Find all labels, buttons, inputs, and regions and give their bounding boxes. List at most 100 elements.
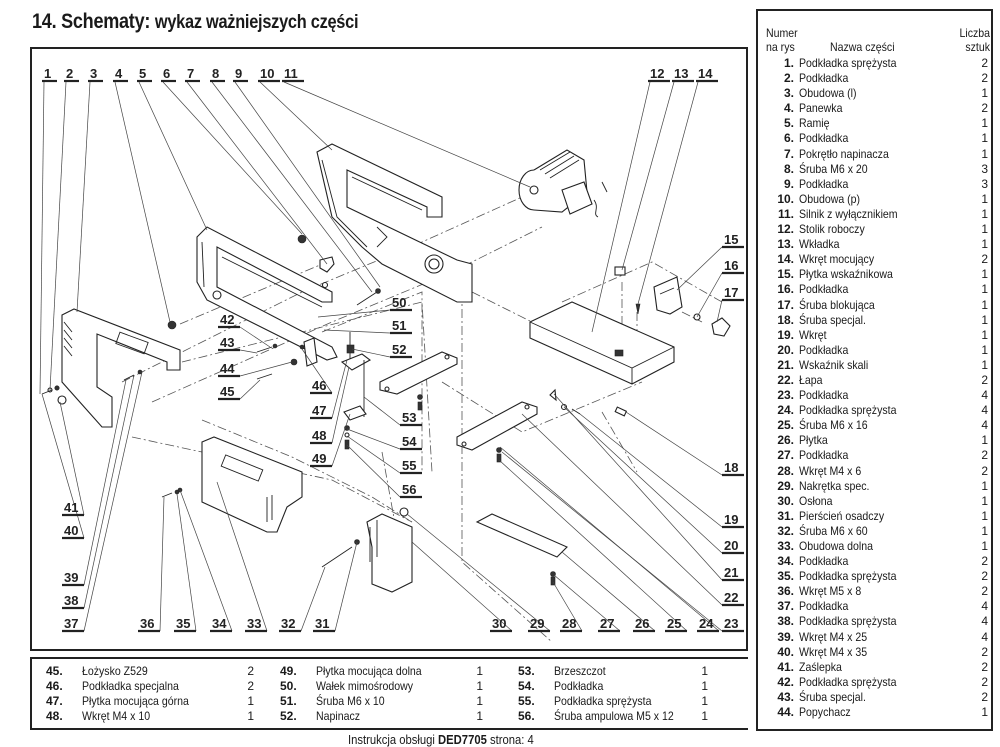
- part-name: Łożysko Z529: [82, 664, 148, 678]
- part-name: Podkładka specjalna: [82, 679, 179, 693]
- leader-line: [561, 551, 656, 632]
- leader-line: [716, 299, 723, 323]
- part-number: 5.: [783, 116, 794, 131]
- leader-line: [346, 444, 401, 498]
- part-number: 31.: [777, 508, 794, 523]
- part-number: 12.: [777, 222, 794, 237]
- part-number: 26.: [777, 433, 794, 448]
- part-name: Ramię: [799, 116, 830, 131]
- callout-label: 36: [140, 616, 154, 631]
- part-quantity: 1: [981, 539, 988, 553]
- part-quantity: 1: [247, 709, 254, 723]
- part-number: 35.: [777, 569, 794, 584]
- part-quantity: 4: [981, 614, 988, 629]
- leader-line: [83, 374, 135, 609]
- callout-label: 6: [163, 66, 170, 81]
- header-quantity: Liczba sztuk: [959, 26, 990, 54]
- leader-line: [621, 81, 675, 271]
- parts-row: 29.Nakrętka spec.1: [766, 479, 990, 494]
- part-number: 27.: [777, 448, 794, 463]
- parts-row: 3.Obudowa (l)1: [766, 86, 990, 101]
- part-quantity: 1: [247, 694, 254, 708]
- part-quantity: 4: [981, 599, 988, 614]
- part-number: 9.: [783, 176, 794, 191]
- part-name: Śruba ampulowa M5 x 12: [554, 709, 674, 723]
- part-quantity: 2: [247, 664, 254, 678]
- part-quantity: 1: [701, 679, 708, 693]
- part-name: Wkręt M4 x 10: [82, 709, 151, 723]
- part-quantity: 1: [981, 705, 988, 720]
- callout-label: 14: [698, 66, 713, 81]
- header-number: Numer na rys: [766, 26, 798, 54]
- leader-line: [83, 379, 127, 586]
- leader-line: [363, 396, 401, 426]
- part-name: Podkładka sprężysta: [799, 403, 897, 418]
- part-quantity: 1: [981, 131, 988, 146]
- leader-line: [351, 348, 391, 358]
- part-name: Stolik roboczy: [799, 222, 865, 237]
- leader-line: [552, 581, 583, 632]
- parts-list-panel: Numer na rys Nazwa części Liczba sztuk 1…: [756, 9, 993, 731]
- leader-line: [334, 541, 358, 632]
- leader-line: [239, 326, 271, 348]
- footer-page-label: strona:: [489, 733, 525, 747]
- leader-line: [239, 361, 293, 377]
- leader-line: [696, 272, 723, 318]
- leader-line: [39, 81, 45, 395]
- part-name: Wskaźnik skali: [799, 357, 869, 372]
- callout-label: 29: [530, 616, 544, 631]
- leader-line: [76, 81, 91, 313]
- part-number: 55.: [518, 694, 535, 708]
- callout-label: 32: [281, 616, 295, 631]
- part-quantity: 4: [981, 418, 988, 433]
- part-number: 15.: [777, 267, 794, 282]
- part-number: 29.: [777, 478, 794, 493]
- part-name: Podkładka: [799, 448, 849, 463]
- leader-line: [83, 371, 143, 632]
- footer-prefix: Instrukcja obsługi: [348, 733, 435, 747]
- part-quantity: 1: [981, 282, 988, 297]
- leader-line: [521, 413, 723, 606]
- part-name: Obudowa dolna: [799, 539, 873, 553]
- part-quantity: 1: [476, 664, 483, 678]
- part-name: Silnik z wyłącznikiem: [799, 206, 898, 221]
- part-number: 37.: [777, 599, 794, 614]
- callout-label: 42: [220, 312, 234, 327]
- part-quantity: 2: [981, 554, 988, 569]
- part-indicator-plate: [653, 276, 683, 315]
- callout-label: 20: [724, 538, 738, 553]
- part-quantity: 2: [981, 659, 988, 674]
- part-number: 14.: [777, 252, 794, 267]
- leader-line: [159, 496, 165, 632]
- part-number: 7.: [783, 146, 794, 161]
- header-name: Nazwa części: [830, 40, 895, 54]
- part-name: Nakrętka spec.: [799, 478, 870, 493]
- parts-row: 18.Śruba specjal.1: [766, 313, 990, 328]
- callout-label: 33: [247, 616, 261, 631]
- callout-label: 27: [600, 616, 614, 631]
- callout-label: 18: [724, 460, 738, 475]
- leader-line: [162, 81, 303, 235]
- part-quantity: 3: [981, 161, 988, 176]
- leader-line: [186, 81, 328, 265]
- part-quantity: 1: [981, 146, 988, 161]
- part-number: 10.: [777, 191, 794, 206]
- callout-label: 4: [115, 66, 123, 81]
- part-number: 22.: [777, 372, 794, 387]
- part-quantity: 2: [981, 463, 988, 478]
- part-guard: [366, 507, 413, 593]
- part-name: Pierścień osadczy: [799, 508, 885, 523]
- part-quantity: 4: [981, 388, 988, 403]
- callout-label: 47: [312, 403, 326, 418]
- callout-label: 28: [562, 616, 576, 631]
